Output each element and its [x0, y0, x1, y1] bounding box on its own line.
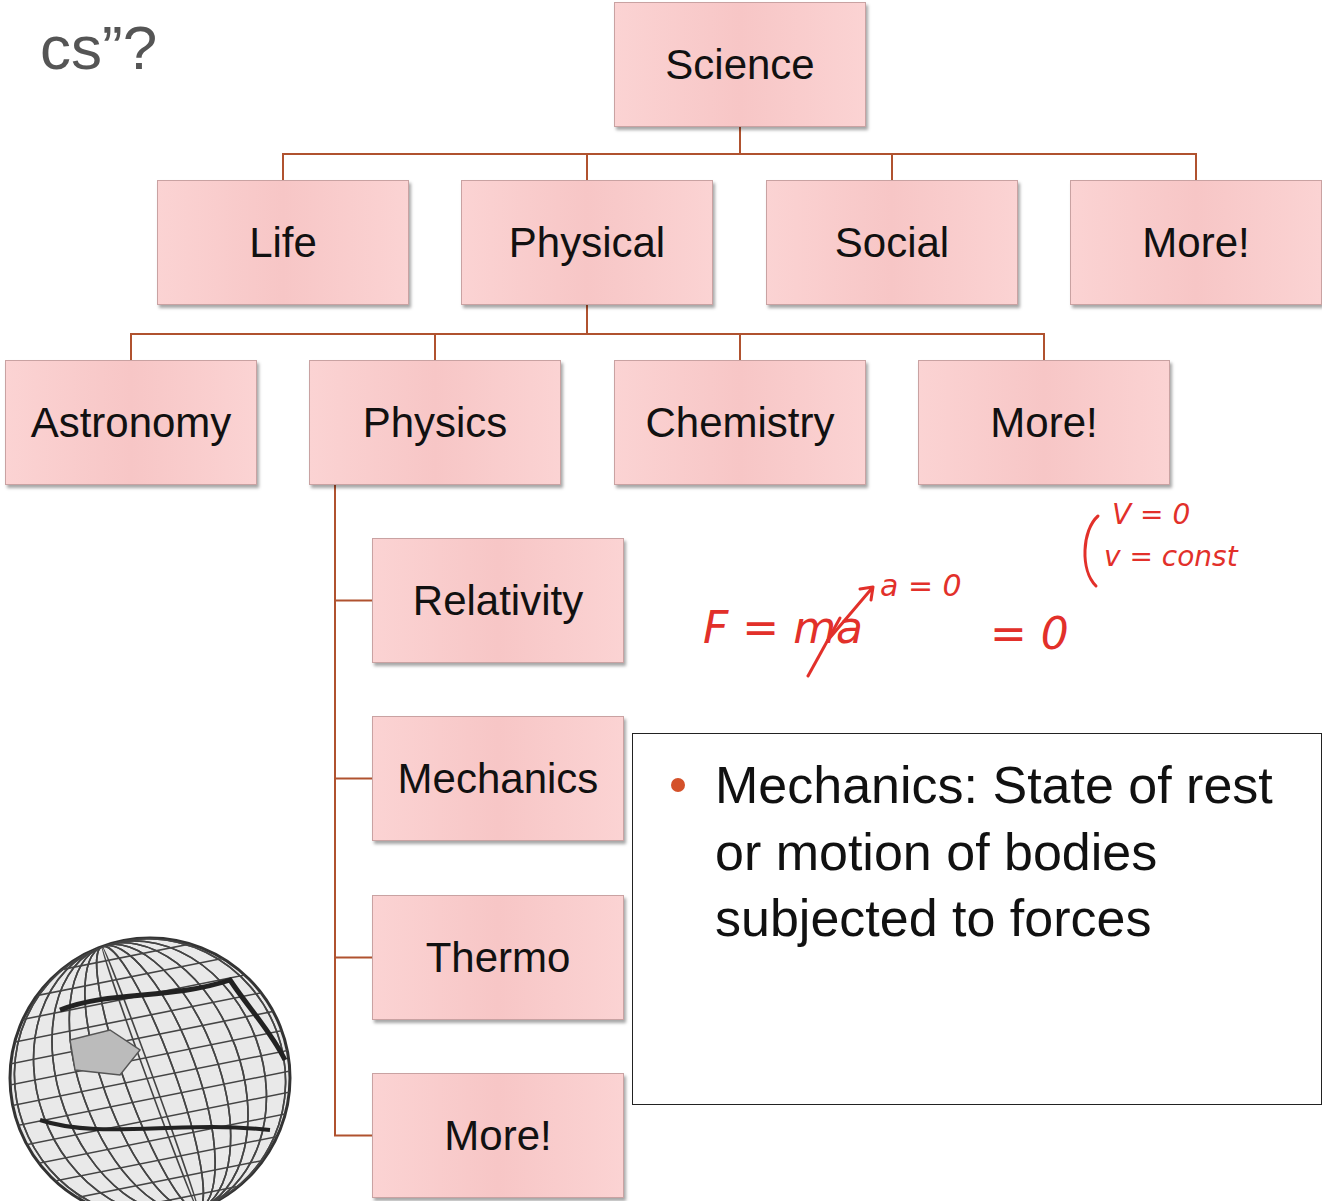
tree-connector — [740, 127, 1196, 180]
box-label: Chemistry — [645, 399, 834, 447]
box-label: Physics — [363, 399, 508, 447]
handwritten-note: v = const — [1104, 540, 1238, 573]
tree-connector — [587, 127, 740, 180]
topic-box: More! — [1070, 180, 1322, 305]
tree-connector — [587, 305, 1044, 360]
tree-connector — [283, 127, 740, 180]
topic-box: More! — [918, 360, 1170, 485]
tree-connector — [435, 305, 587, 360]
tree-connector — [131, 305, 587, 360]
handwritten-note: V = 0 — [1112, 498, 1190, 531]
handwritten-note: a = 0 — [880, 568, 962, 603]
handwritten-equation: F = ma — [703, 602, 863, 653]
topic-box: Thermo — [372, 895, 624, 1020]
box-label: More! — [1142, 219, 1249, 267]
box-label: Astronomy — [31, 399, 232, 447]
box-label: Thermo — [426, 934, 571, 982]
topic-box: Chemistry — [614, 360, 866, 485]
tree-connector — [335, 485, 372, 958]
topic-box: Physics — [309, 360, 561, 485]
box-label: Relativity — [413, 577, 583, 625]
globe-illustration — [0, 900, 325, 1201]
handwritten-equation: = 0 — [990, 608, 1069, 659]
tree-connector — [335, 485, 372, 1136]
tree-connector — [587, 305, 740, 360]
box-label: Life — [249, 219, 317, 267]
slide-title: cs”? — [40, 12, 157, 83]
box-label: More! — [444, 1112, 551, 1160]
topic-box: Astronomy — [5, 360, 257, 485]
note-box: Mechanics: State of rest or motion of bo… — [632, 733, 1322, 1105]
topic-box: Relativity — [372, 538, 624, 663]
box-label: Social — [835, 219, 949, 267]
note-text: Mechanics: State of rest or motion of bo… — [715, 752, 1305, 952]
box-label: Mechanics — [398, 755, 599, 803]
box-label: Physical — [509, 219, 665, 267]
topic-box: Science — [614, 2, 866, 127]
tree-connector — [335, 485, 372, 601]
topic-box: More! — [372, 1073, 624, 1198]
topic-box: Social — [766, 180, 1018, 305]
bullet-dot — [671, 778, 685, 792]
topic-box: Life — [157, 180, 409, 305]
box-label: More! — [990, 399, 1097, 447]
topic-box: Mechanics — [372, 716, 624, 841]
box-label: Science — [665, 41, 814, 89]
tree-connector — [335, 485, 372, 779]
topic-box: Physical — [461, 180, 713, 305]
